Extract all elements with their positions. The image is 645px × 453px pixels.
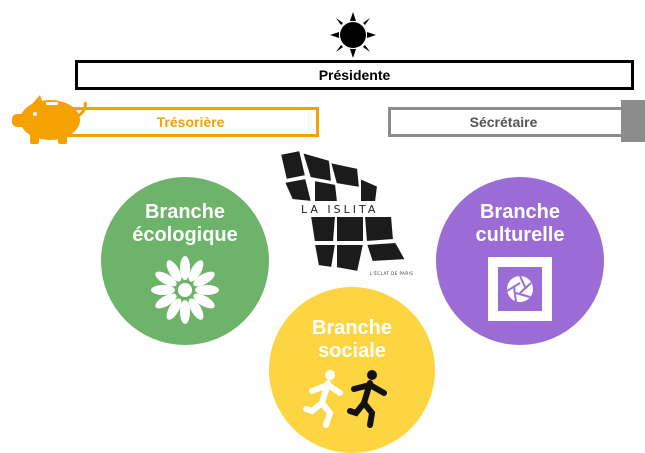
island-map-logo [278,150,408,274]
president-label: Présidente [318,67,391,83]
treasurer-role-box: Trésorière [62,107,319,137]
piggy-bank-icon [12,95,87,144]
social-branch-circle: Branche sociale [269,287,435,453]
secretary-role-box: Sécrétaire [388,107,629,137]
running-people-icon [303,370,387,428]
cultural-branch-label-line1: Branche [479,201,561,223]
sun-icon [330,12,376,58]
secretary-label: Sécrétaire [469,114,538,130]
social-branch-label-line2: sociale [318,340,386,362]
ecological-branch-label-line1: Branche [144,201,226,223]
cultural-branch-circle: Branche culturelle [436,177,604,345]
president-role-box: Présidente [75,60,634,90]
framed-camera-aperture-icon [488,257,552,321]
logo-name: LA ISLITA [298,203,382,216]
ecological-branch-label-line2: écologique [132,224,238,246]
cultural-branch-label-line2: culturelle [475,224,565,246]
notebook-icon [621,100,645,142]
treasurer-label: Trésorière [156,114,225,130]
ecological-branch-circle: Branche écologique [101,177,269,345]
social-branch-label-line1: Branche [311,317,393,339]
logo-tagline: L'ÉCLAT DE PARIS [370,271,414,276]
daisy-flower-icon [151,256,219,324]
